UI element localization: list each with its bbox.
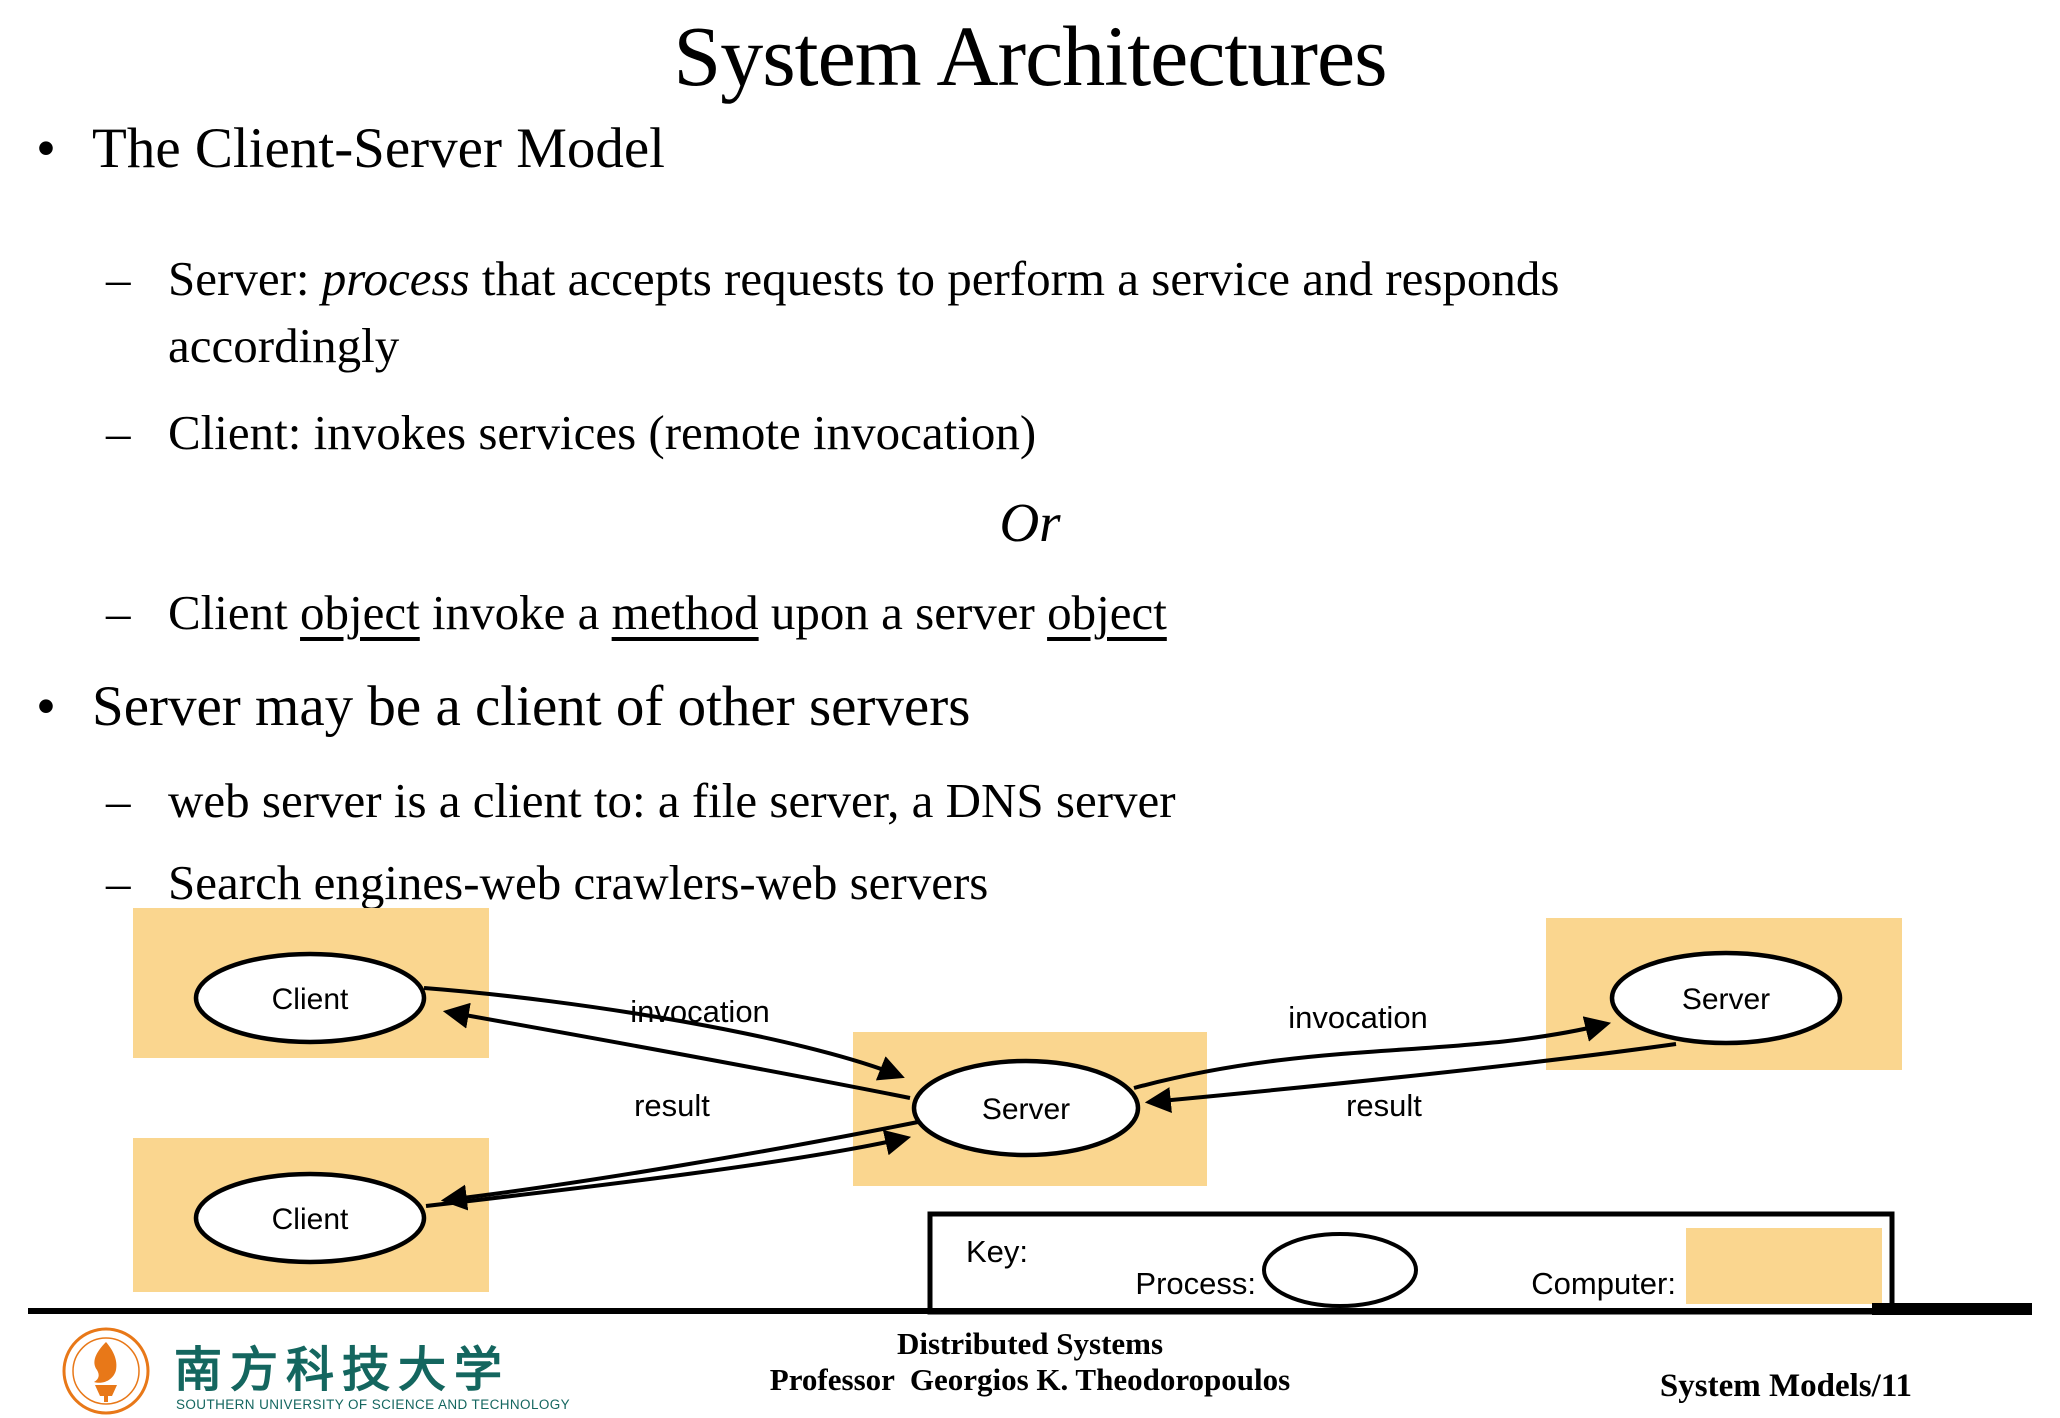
key-title: Key: (966, 1234, 1028, 1269)
node-label-server-center: Server (982, 1093, 1070, 1126)
arrow-invocation-bottom (425, 1129, 912, 1208)
subbullet-text: Client: invokes services (remote invocat… (168, 405, 1037, 460)
dash-marker: – (106, 855, 131, 910)
node-label-client-top: Client (272, 983, 349, 1016)
footer-page-number: System Models/11 (1659, 1368, 1912, 1404)
bullet-text: Server may be a client of other servers (92, 675, 971, 738)
process-ellipse-client-top (193, 951, 427, 1045)
logo-torch-flame-icon (94, 1342, 117, 1383)
key-process-ellipse (1262, 1232, 1418, 1308)
key-computer-label: Computer: (1531, 1266, 1676, 1301)
arrow-result-bottom (440, 1118, 929, 1211)
dash-marker: – (106, 251, 131, 306)
process-ellipse-server-right (1609, 950, 1843, 1046)
subbullet-text: web server is a client to: a file server… (168, 773, 1176, 828)
edge-label-invocation-left: invocation (630, 994, 770, 1029)
subbullet-text: Search engines-web crawlers-web servers (168, 855, 989, 910)
footer-rule-right-segment (1872, 1303, 2032, 1315)
bullet-client-server-model: • The Client-Server Model (36, 110, 665, 188)
bullet-marker: • (36, 675, 56, 738)
node-label-server-right: Server (1682, 983, 1770, 1016)
or-text: Or (999, 492, 1061, 553)
logo-university-name-cn: 南方科技大学 (174, 1344, 510, 1397)
subbullet-client-object: – Client object invoke a method upon a s… (106, 580, 1167, 647)
subbullet-text: Server: process that accepts requests to… (168, 251, 1560, 373)
page-title: System Architectures (673, 8, 1387, 104)
process-ellipse-server-center (911, 1058, 1141, 1158)
arrow-result-right (1144, 1042, 1677, 1113)
dash-marker: – (106, 773, 131, 828)
bullet-text: The Client-Server Model (92, 117, 666, 180)
process-ellipse-client-bottom (193, 1171, 427, 1265)
edge-label-result-right: result (1346, 1088, 1422, 1123)
logo-university-name-en: SOUTHERN UNIVERSITY OF SCIENCE AND TECHN… (176, 1397, 570, 1412)
logo-seal-inner-ring (72, 1337, 140, 1405)
key-process-label: Process: (1135, 1266, 1256, 1301)
university-logo: 南方科技大学 SOUTHERN UNIVERSITY OF SCIENCE AN… (62, 1327, 570, 1415)
subbullet-search-engines: – Search engines-web crawlers-web server… (106, 850, 988, 917)
footer-rule (28, 1308, 2032, 1314)
dash-marker: – (106, 405, 131, 460)
key-computer-swatch (1686, 1228, 1882, 1304)
subbullet-web-server: – web server is a client to: a file serv… (106, 768, 1176, 835)
footer-course: Distributed Systems (896, 1326, 1164, 1361)
bullet-server-may-be-client: • Server may be a client of other server… (36, 668, 970, 746)
edge-label-result-left: result (634, 1088, 710, 1123)
footer-professor: Professor Georgios K. Theodoropoulos (769, 1362, 1291, 1397)
edge-label-invocation-right: invocation (1288, 1000, 1428, 1035)
arrow-result-left (442, 1002, 911, 1100)
subbullet-client-invokes: – Client: invokes services (remote invoc… (106, 400, 1036, 467)
logo-torch-cup-icon (95, 1385, 117, 1402)
arrow-invocation-left (423, 986, 905, 1081)
dash-marker: – (106, 585, 131, 640)
node-label-client-bottom: Client (272, 1203, 349, 1236)
subbullet-text: Client object invoke a method upon a ser… (168, 585, 1167, 640)
subbullet-server-process: – Server: process that accepts requests … (106, 246, 1559, 379)
arrow-invocation-right (1133, 1016, 1612, 1090)
bullet-marker: • (36, 117, 56, 180)
or-line: Or (0, 486, 2060, 561)
